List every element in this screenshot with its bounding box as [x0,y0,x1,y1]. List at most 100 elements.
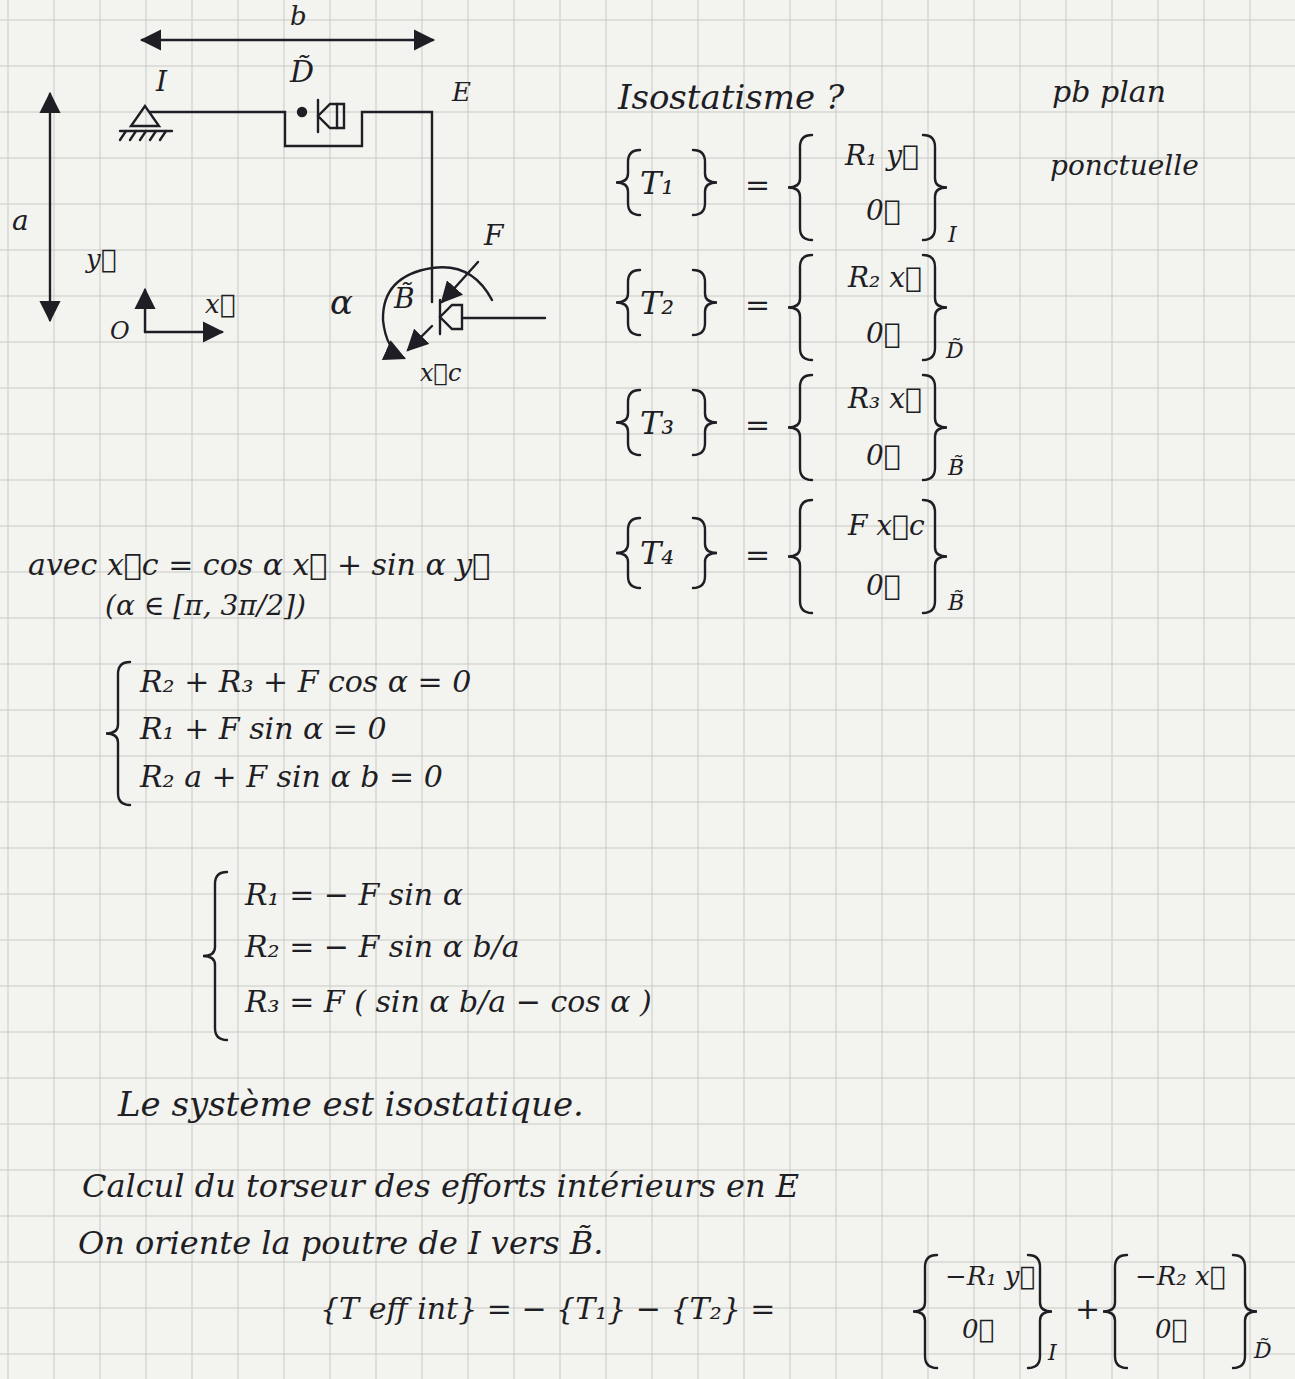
curly-brace [616,518,640,588]
handwritten-label: E [452,78,471,108]
handwritten-label: I [156,66,167,98]
curly-brace [616,270,640,335]
grid-line [0,204,1295,205]
support-line [462,317,545,319]
handwritten-label: T₃ [640,405,674,442]
grid-line [54,0,55,1379]
handwritten-label: R₃ = F ( sin α b/a − cos α ) [245,985,652,1020]
grid-line [0,894,1295,895]
handwritten-label: 0⃗ [866,570,901,602]
grid-line [1020,0,1021,1379]
handwritten-label: b [290,2,307,32]
handwritten-label: R₂ x⃗ [848,262,922,294]
curly-brace [616,390,640,455]
curly-brace [913,1255,937,1368]
handwritten-label: T₂ [640,285,674,322]
slider-roller [336,104,338,128]
curly-brace [923,500,947,613]
handwritten-label: D̃ [290,55,314,90]
handwritten-label: {T eff int} = − {T₁} − {T₂} = [320,1292,775,1327]
curly-brace [693,270,717,335]
handwritten-label: = [745,538,770,573]
angle-arc [383,267,492,358]
handwritten-label: D̃ [1254,1338,1272,1363]
handwritten-label: R₃ x⃗ [848,383,922,415]
ground-hatch [120,131,166,140]
dimension-b [142,39,433,41]
handwritten-label: x⃗ [205,290,235,320]
curly-brace [788,500,812,613]
grid-line [1204,0,1205,1379]
grid-line [1066,0,1067,1379]
handwritten-label: = [745,408,770,443]
handwritten-label: = [745,288,770,323]
handwritten-label: 0⃗ [1155,1315,1187,1345]
handwritten-label: R₁ + F sin α = 0 [140,712,387,747]
grid-line [0,802,1295,803]
grid-line [0,710,1295,711]
curly-brace [616,150,640,215]
handwritten-label: O [110,318,130,346]
axis-x [145,331,222,333]
curly-brace [1233,1255,1257,1368]
grid-line [974,0,975,1379]
handwritten-label: F x⃗c [848,510,925,542]
handwritten-label: I [1048,1340,1057,1365]
handwritten-label: Calcul du torseur des efforts intérieurs… [82,1168,799,1205]
grid-line [0,250,1295,251]
handwritten-label: I [948,222,957,247]
handwritten-label: pb plan [1052,75,1166,110]
handwritten-label: x⃗c [420,360,461,388]
grid-line [0,20,1295,21]
handwritten-label: y⃗ [86,245,116,275]
handwritten-label: −R₂ x⃗ [1135,1262,1225,1292]
grid-line [0,342,1295,343]
mechanism-figure [50,40,1257,1368]
handwritten-label: 0⃗ [866,195,901,227]
curly-brace [788,255,812,360]
curly-brace [106,662,130,805]
handwritten-label: B̃ [948,455,964,480]
handwritten-label: 0⃗ [962,1315,994,1345]
pivot-symbol [131,106,159,126]
handwritten-label: a [12,205,29,237]
handwritten-label: ponctuelle [1050,150,1199,182]
handwritten-label: Le système est isostatique. [118,1085,584,1124]
handwritten-label: D̃ [946,338,964,363]
grid-line [0,1216,1295,1217]
grid-line [0,388,1295,389]
handwritten-label: = [745,168,770,203]
curly-brace [923,135,947,240]
joint-dot [298,108,306,116]
handwritten-label: α [330,283,353,322]
grid-line [1112,0,1113,1379]
curly-brace [1103,1255,1127,1368]
handwritten-label: 0⃗ [866,440,901,472]
roller-symbol [440,305,462,329]
handwritten-label: + [1075,1292,1100,1327]
grid-line [0,756,1295,757]
handwritten-label: B̃ [948,590,964,615]
grid-line [8,0,9,1379]
curly-brace [203,872,227,1040]
handwritten-label: R₂ = − F sin α b/a [245,930,520,965]
curly-brace [693,390,717,455]
handwritten-label: On oriente la poutre de I vers B̃. [78,1225,603,1262]
frame-beam [150,112,432,302]
unit-vector [408,326,432,350]
handwritten-label: B̃ [394,283,415,315]
grid-line [0,1354,1295,1355]
handwritten-label: Isostatisme ? [618,78,844,117]
curly-brace [788,135,812,240]
handwritten-label: T₁ [640,165,674,202]
handwritten-label: 0⃗ [866,318,901,350]
handwritten-label: R₁ y⃗ [845,140,919,172]
axis-y [144,290,146,332]
slider-symbol [318,100,344,132]
handwritten-label: −R₁ y⃗ [945,1262,1035,1292]
curly-brace [693,150,717,215]
grid-line [0,526,1295,527]
handwritten-label: R₂ + R₃ + F cos α = 0 [140,665,471,700]
grid-line [836,0,837,1379]
